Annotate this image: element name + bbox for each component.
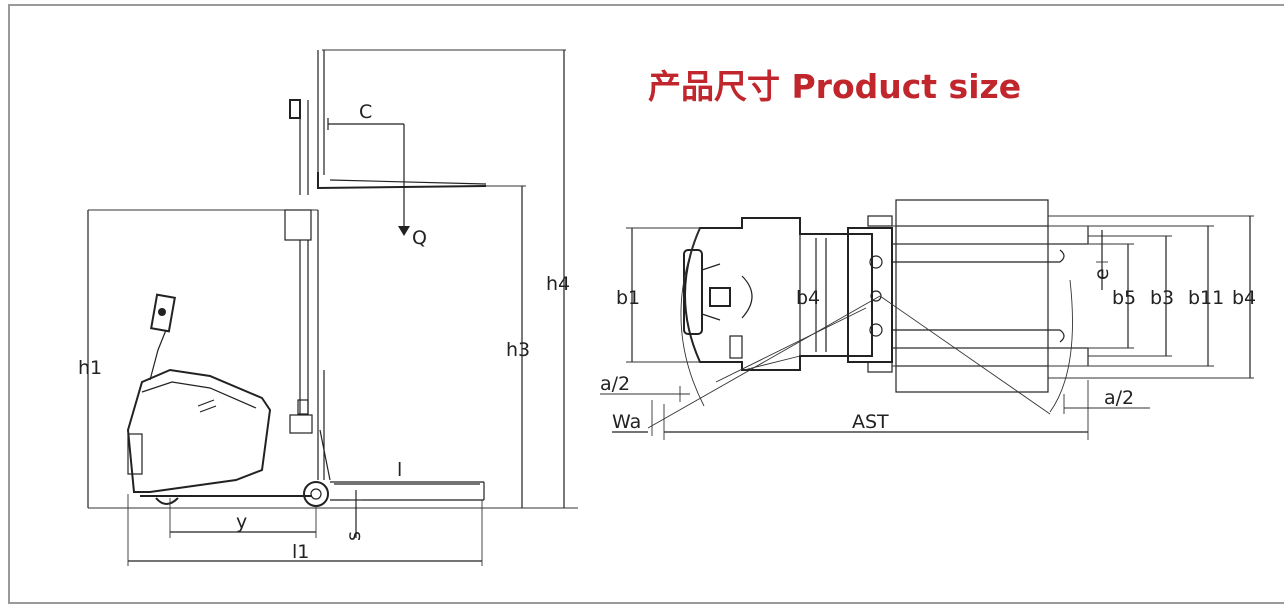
dim-label-a2-right: a/2 — [1104, 387, 1134, 409]
top-view: b1 b4 b5 — [600, 199, 1256, 440]
dim-label-c: C — [359, 101, 372, 123]
dim-label-ast: AST — [852, 411, 889, 433]
dim-label-e: e — [1091, 268, 1113, 280]
load-label-q: Q — [412, 227, 427, 249]
dim-label-b4-inner: b4 — [796, 287, 820, 309]
dim-label-l: l — [397, 459, 402, 481]
dim-label-b5: b5 — [1112, 287, 1136, 309]
dim-label-a2-left: a/2 — [600, 373, 630, 395]
dim-label-b4: b4 — [1232, 287, 1256, 309]
dim-label-h3: h3 — [506, 339, 530, 361]
dim-label-l1: l1 — [292, 541, 309, 563]
dim-label-b3: b3 — [1150, 287, 1174, 309]
dim-label-wa: Wa — [612, 411, 641, 433]
dim-label-h4: h4 — [546, 273, 570, 295]
dim-label-y: y — [236, 511, 247, 533]
page-title: 产品尺寸 Product size — [648, 67, 1022, 106]
dim-label-h1: h1 — [78, 357, 102, 379]
dim-label-b1: b1 — [616, 287, 640, 309]
side-view: h1 h4 h3 C Q — [78, 49, 578, 566]
dim-label-s: s — [343, 531, 365, 541]
dim-label-b11: b11 — [1188, 287, 1224, 309]
